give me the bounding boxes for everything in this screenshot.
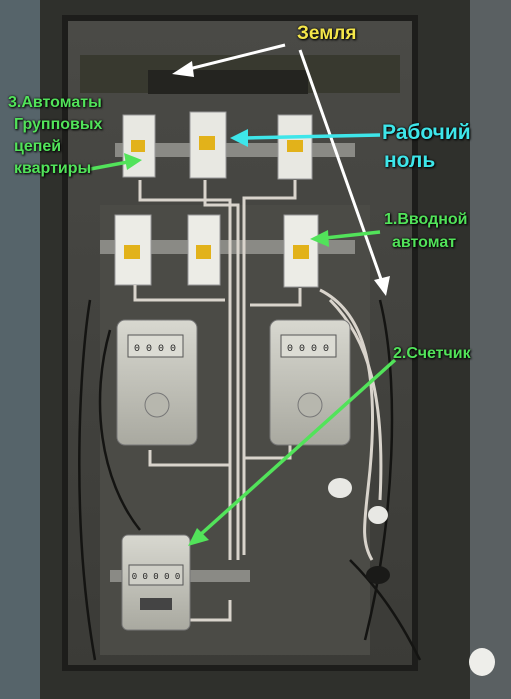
input-breakers (114, 214, 319, 288)
insulator (368, 506, 388, 524)
ground-bus (148, 70, 308, 94)
meter-bottom: 0 0 0 0 0 (121, 534, 191, 631)
label-group-breakers-line1: 3.Автоматы (8, 94, 102, 111)
arrow-head (374, 276, 390, 296)
arrow-head (188, 528, 209, 546)
arrow-head (230, 129, 248, 147)
meter-digits: 0 0 0 0 (134, 344, 176, 355)
black-insulator (366, 566, 390, 584)
arrow-group (84, 160, 129, 172)
insulator (469, 648, 495, 676)
insulator (328, 478, 352, 498)
terminal-block (140, 598, 172, 610)
breaker-lever (287, 140, 303, 152)
arrow-head (310, 230, 329, 247)
meter-window (280, 334, 337, 358)
label-neutral-line1: Рабочий (382, 121, 471, 144)
arrow-ground-right (298, 49, 384, 283)
label-group-breakers-line3: цепей (14, 138, 62, 155)
label-neutral-line2: ноль (384, 149, 436, 172)
meter-dial (297, 392, 323, 418)
black-wires (78, 299, 422, 661)
arrow-head (172, 61, 194, 77)
arrow-input (324, 230, 381, 240)
label-group-breakers-line4: квартиры (14, 160, 92, 177)
meter-digits: 0 0 0 0 0 (132, 572, 181, 582)
label-input-breaker-line2: автомат (392, 234, 457, 251)
meter-left: 0 0 0 0 (116, 319, 198, 446)
arrow-ground (184, 43, 286, 72)
breaker-lever (124, 245, 140, 259)
arrow-meter (198, 358, 397, 537)
meter-window (128, 564, 184, 586)
label-group-breakers-line2: Групповых (14, 116, 103, 133)
meter-right: 0 0 0 0 (269, 319, 351, 446)
meter-dial (144, 392, 170, 418)
label-input-breaker-line1: 1.Вводной (384, 211, 468, 228)
arrow-neutral (244, 133, 381, 140)
label-meter: 2.Счетчик (393, 345, 471, 362)
breaker-lever (199, 136, 215, 150)
breaker-lever (293, 245, 309, 259)
meter-digits: 0 0 0 0 (287, 344, 329, 355)
meter-window (127, 334, 184, 358)
breaker-lever (131, 140, 145, 152)
annotation-arrows (84, 43, 397, 546)
label-ground: Земля (297, 23, 357, 44)
group-breakers (122, 111, 313, 180)
breaker-lever (196, 245, 211, 259)
arrow-head (124, 153, 142, 170)
